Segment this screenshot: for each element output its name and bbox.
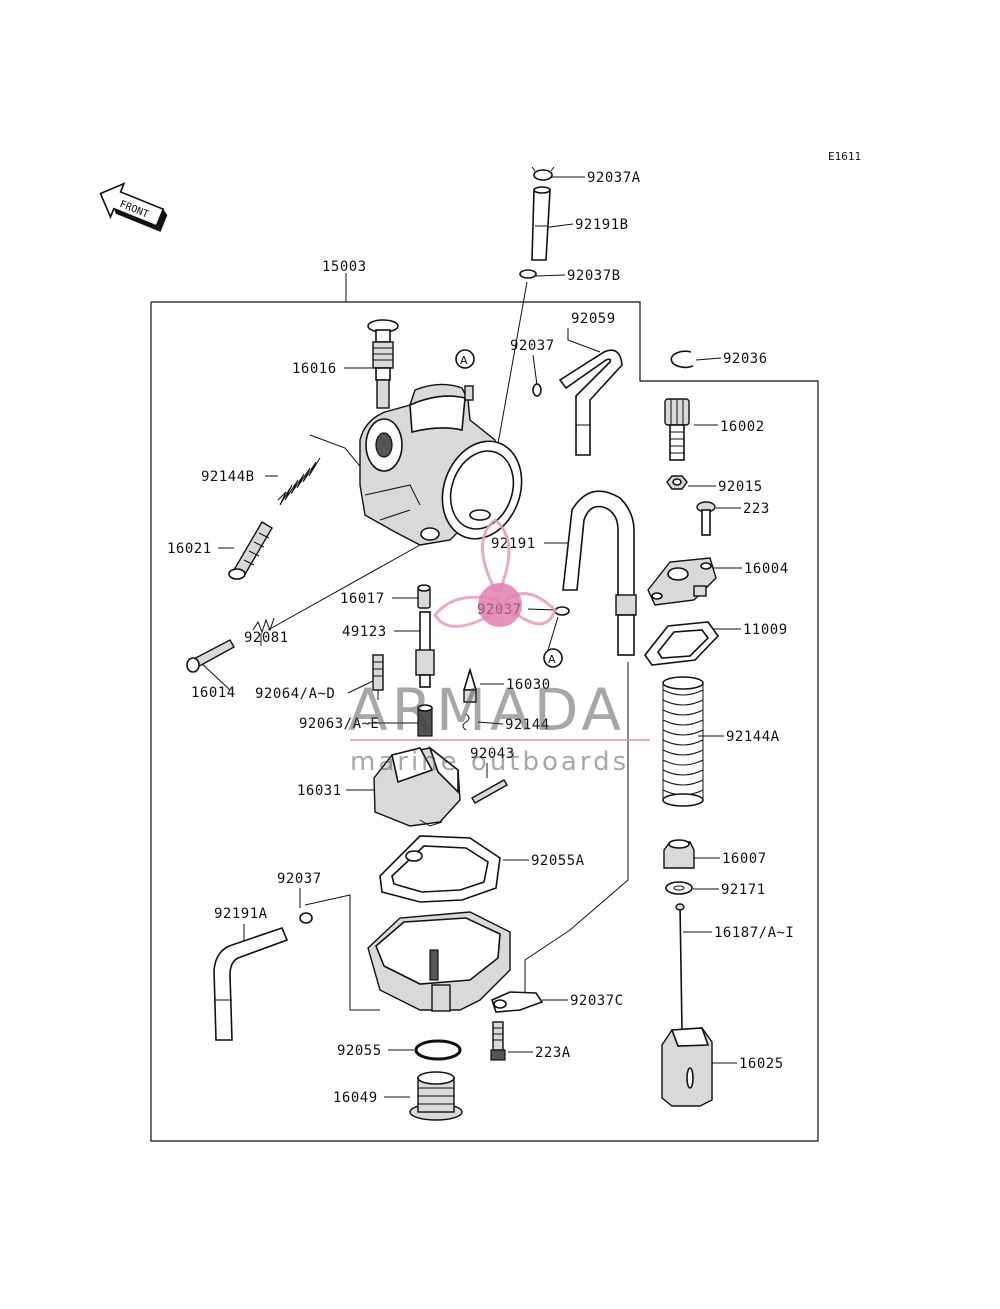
label-16002: 16002: [720, 419, 765, 435]
label-92015: 92015: [718, 479, 763, 495]
part-49123-needle-jet: [415, 611, 435, 688]
part-92055-oring: [414, 1039, 462, 1061]
part-92191B-hose: [531, 186, 551, 261]
watermark: ARMADA marine outboards: [348, 518, 650, 777]
label-92055A: 92055A: [531, 853, 585, 869]
label-223: 223: [743, 501, 770, 517]
diagram-code: E1611: [828, 150, 861, 163]
label-11009: 11009: [743, 622, 788, 638]
label-16014: 16014: [191, 685, 236, 701]
label-92037C: 92037C: [570, 993, 624, 1009]
label-223A: 223A: [535, 1045, 571, 1061]
part-92037A-clip: [531, 166, 555, 181]
part-92037-top-clip: [532, 383, 542, 397]
ref-marker-a-top: A: [455, 349, 475, 369]
front-arrow-icon: FRONT: [99, 182, 168, 232]
label-92037B: 92037B: [567, 268, 621, 284]
part-16017-jet: [417, 584, 431, 609]
part-16030-float-needle: [462, 667, 478, 703]
part-16031-float: [373, 745, 461, 827]
label-92043: 92043: [470, 746, 515, 762]
part-16016-plunger: [367, 319, 399, 409]
label-92191A: 92191A: [214, 906, 268, 922]
label-16004: 16004: [744, 561, 789, 577]
part-16021-screw: [228, 521, 273, 580]
part-92037-low-clip: [299, 912, 313, 924]
label-16025: 16025: [739, 1056, 784, 1072]
part-92059-hose: [558, 349, 623, 456]
part-16025-throttle-valve: [661, 1027, 713, 1107]
ref-marker-a-top-letter: A: [460, 354, 468, 367]
label-92144A: 92144A: [726, 729, 780, 745]
ref-marker-a-low-letter: A: [548, 653, 556, 666]
part-16004-cap: [647, 557, 717, 606]
label-92055: 92055: [337, 1043, 382, 1059]
part-16002-adjuster: [664, 398, 690, 461]
label-92063: 92063/A~E: [299, 716, 379, 732]
part-92191-hose: [562, 490, 637, 656]
label-92064: 92064/A~D: [255, 686, 335, 702]
part-15003-carburetor-body: [359, 383, 523, 546]
part-223-screw: [696, 501, 716, 536]
part-labels: 92037A 92191B 15003 92037B 92059 92037 9…: [167, 170, 794, 1106]
part-92063-main-jet: [417, 704, 433, 737]
label-92037-low: 92037: [277, 871, 322, 887]
label-92036: 92036: [723, 351, 768, 367]
part-92043-pin: [471, 779, 508, 804]
label-92144: 92144: [505, 717, 550, 733]
propeller-logo-icon: [433, 518, 557, 628]
label-16021: 16021: [167, 541, 212, 557]
label-16016: 16016: [292, 361, 337, 377]
part-11009-gasket: [644, 621, 720, 666]
label-16007: 16007: [722, 851, 767, 867]
part-16187-jet-needle: [675, 903, 685, 1031]
part-92144B-spring: [277, 457, 321, 506]
label-92171: 92171: [721, 882, 766, 898]
part-92064-pilot-jet: [372, 654, 384, 691]
part-92037B-clip: [519, 269, 537, 279]
part-92191A-hose: [213, 927, 289, 1041]
ref-marker-a-low: A: [543, 648, 563, 668]
label-92081: 92081: [244, 630, 289, 646]
label-92059: 92059: [571, 311, 616, 327]
part-92081-spring: [252, 617, 275, 634]
label-92037A: 92037A: [587, 170, 641, 186]
label-92144B: 92144B: [201, 469, 255, 485]
label-92037-top: 92037: [510, 338, 555, 354]
part-16049-drain-plug: [409, 1071, 463, 1121]
watermark-brand: ARMADA: [348, 676, 625, 744]
watermark-tagline: marine outboards: [350, 747, 629, 777]
part-float-bowl: [367, 911, 511, 1012]
part-223A-bolt: [490, 1021, 506, 1061]
part-92144-small-spring: [462, 713, 470, 731]
part-92171-clip: [665, 881, 693, 895]
label-16017: 16017: [340, 591, 385, 607]
part-92015-nut: [666, 475, 688, 490]
part-92055A-gasket: [379, 835, 501, 903]
label-16031: 16031: [297, 783, 342, 799]
label-49123: 49123: [342, 624, 387, 640]
part-16014-screw: [186, 639, 235, 673]
part-16007-holder: [663, 839, 695, 869]
label-16049: 16049: [333, 1090, 378, 1106]
label-16030: 16030: [506, 677, 551, 693]
label-16187: 16187/A~I: [714, 925, 794, 941]
label-92191B: 92191B: [575, 217, 629, 233]
assembly-frame: [150, 273, 819, 1142]
part-92036-circlip: [670, 350, 694, 369]
label-15003: 15003: [322, 259, 367, 275]
label-92191: 92191: [491, 536, 536, 552]
part-92037-mid-clip: [554, 606, 570, 616]
part-92037C-bracket: [491, 991, 544, 1013]
part-92144A-spring: [662, 676, 704, 807]
